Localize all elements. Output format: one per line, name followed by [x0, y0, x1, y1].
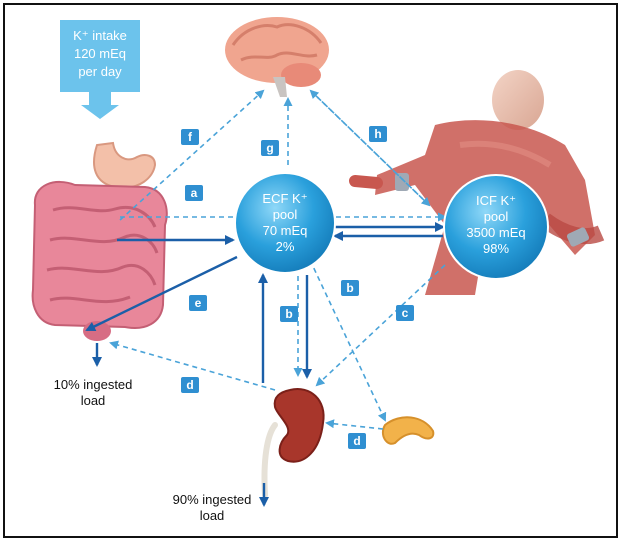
icf-line-3: 3500 mEq	[466, 225, 525, 240]
label-h: h	[374, 127, 381, 141]
ecf-line-4: 2%	[276, 239, 295, 254]
potassium-balance-diagram: K⁺ intake 120 mEq per day ECF K⁺ pool 70…	[5, 5, 616, 536]
intake-line-2: 120 mEq	[74, 46, 126, 61]
intestines-icon	[33, 182, 167, 341]
kidney-icon	[264, 389, 323, 495]
pancreas-icon	[383, 417, 433, 444]
ecf-line-2: pool	[273, 207, 298, 222]
gut-output-line-1: 10% ingested	[54, 377, 133, 392]
label-e: e	[195, 296, 202, 310]
intake-line-3: per day	[78, 64, 122, 79]
intake-line-1: K⁺ intake	[73, 28, 127, 43]
gut-output-line-2: load	[81, 393, 106, 408]
kidney-output-line-1: 90% ingested	[173, 492, 252, 507]
brain-icon	[225, 17, 329, 97]
label-d-right: d	[353, 434, 360, 448]
label-b-right: b	[346, 281, 353, 295]
stomach-icon	[94, 143, 155, 188]
ecf-line-3: 70 mEq	[263, 223, 308, 238]
label-b-left: b	[285, 307, 292, 321]
icf-line-2: pool	[484, 209, 509, 224]
label-g: g	[266, 141, 273, 155]
label-c: c	[402, 306, 409, 320]
ecf-line-1: ECF K⁺	[262, 191, 307, 206]
diagram-frame: K⁺ intake 120 mEq per day ECF K⁺ pool 70…	[3, 3, 618, 538]
icf-line-4: 98%	[483, 241, 509, 256]
label-a: a	[191, 186, 198, 200]
icf-line-1: ICF K⁺	[476, 193, 516, 208]
label-d-left: d	[186, 378, 193, 392]
kidney-output-line-2: load	[200, 508, 225, 523]
